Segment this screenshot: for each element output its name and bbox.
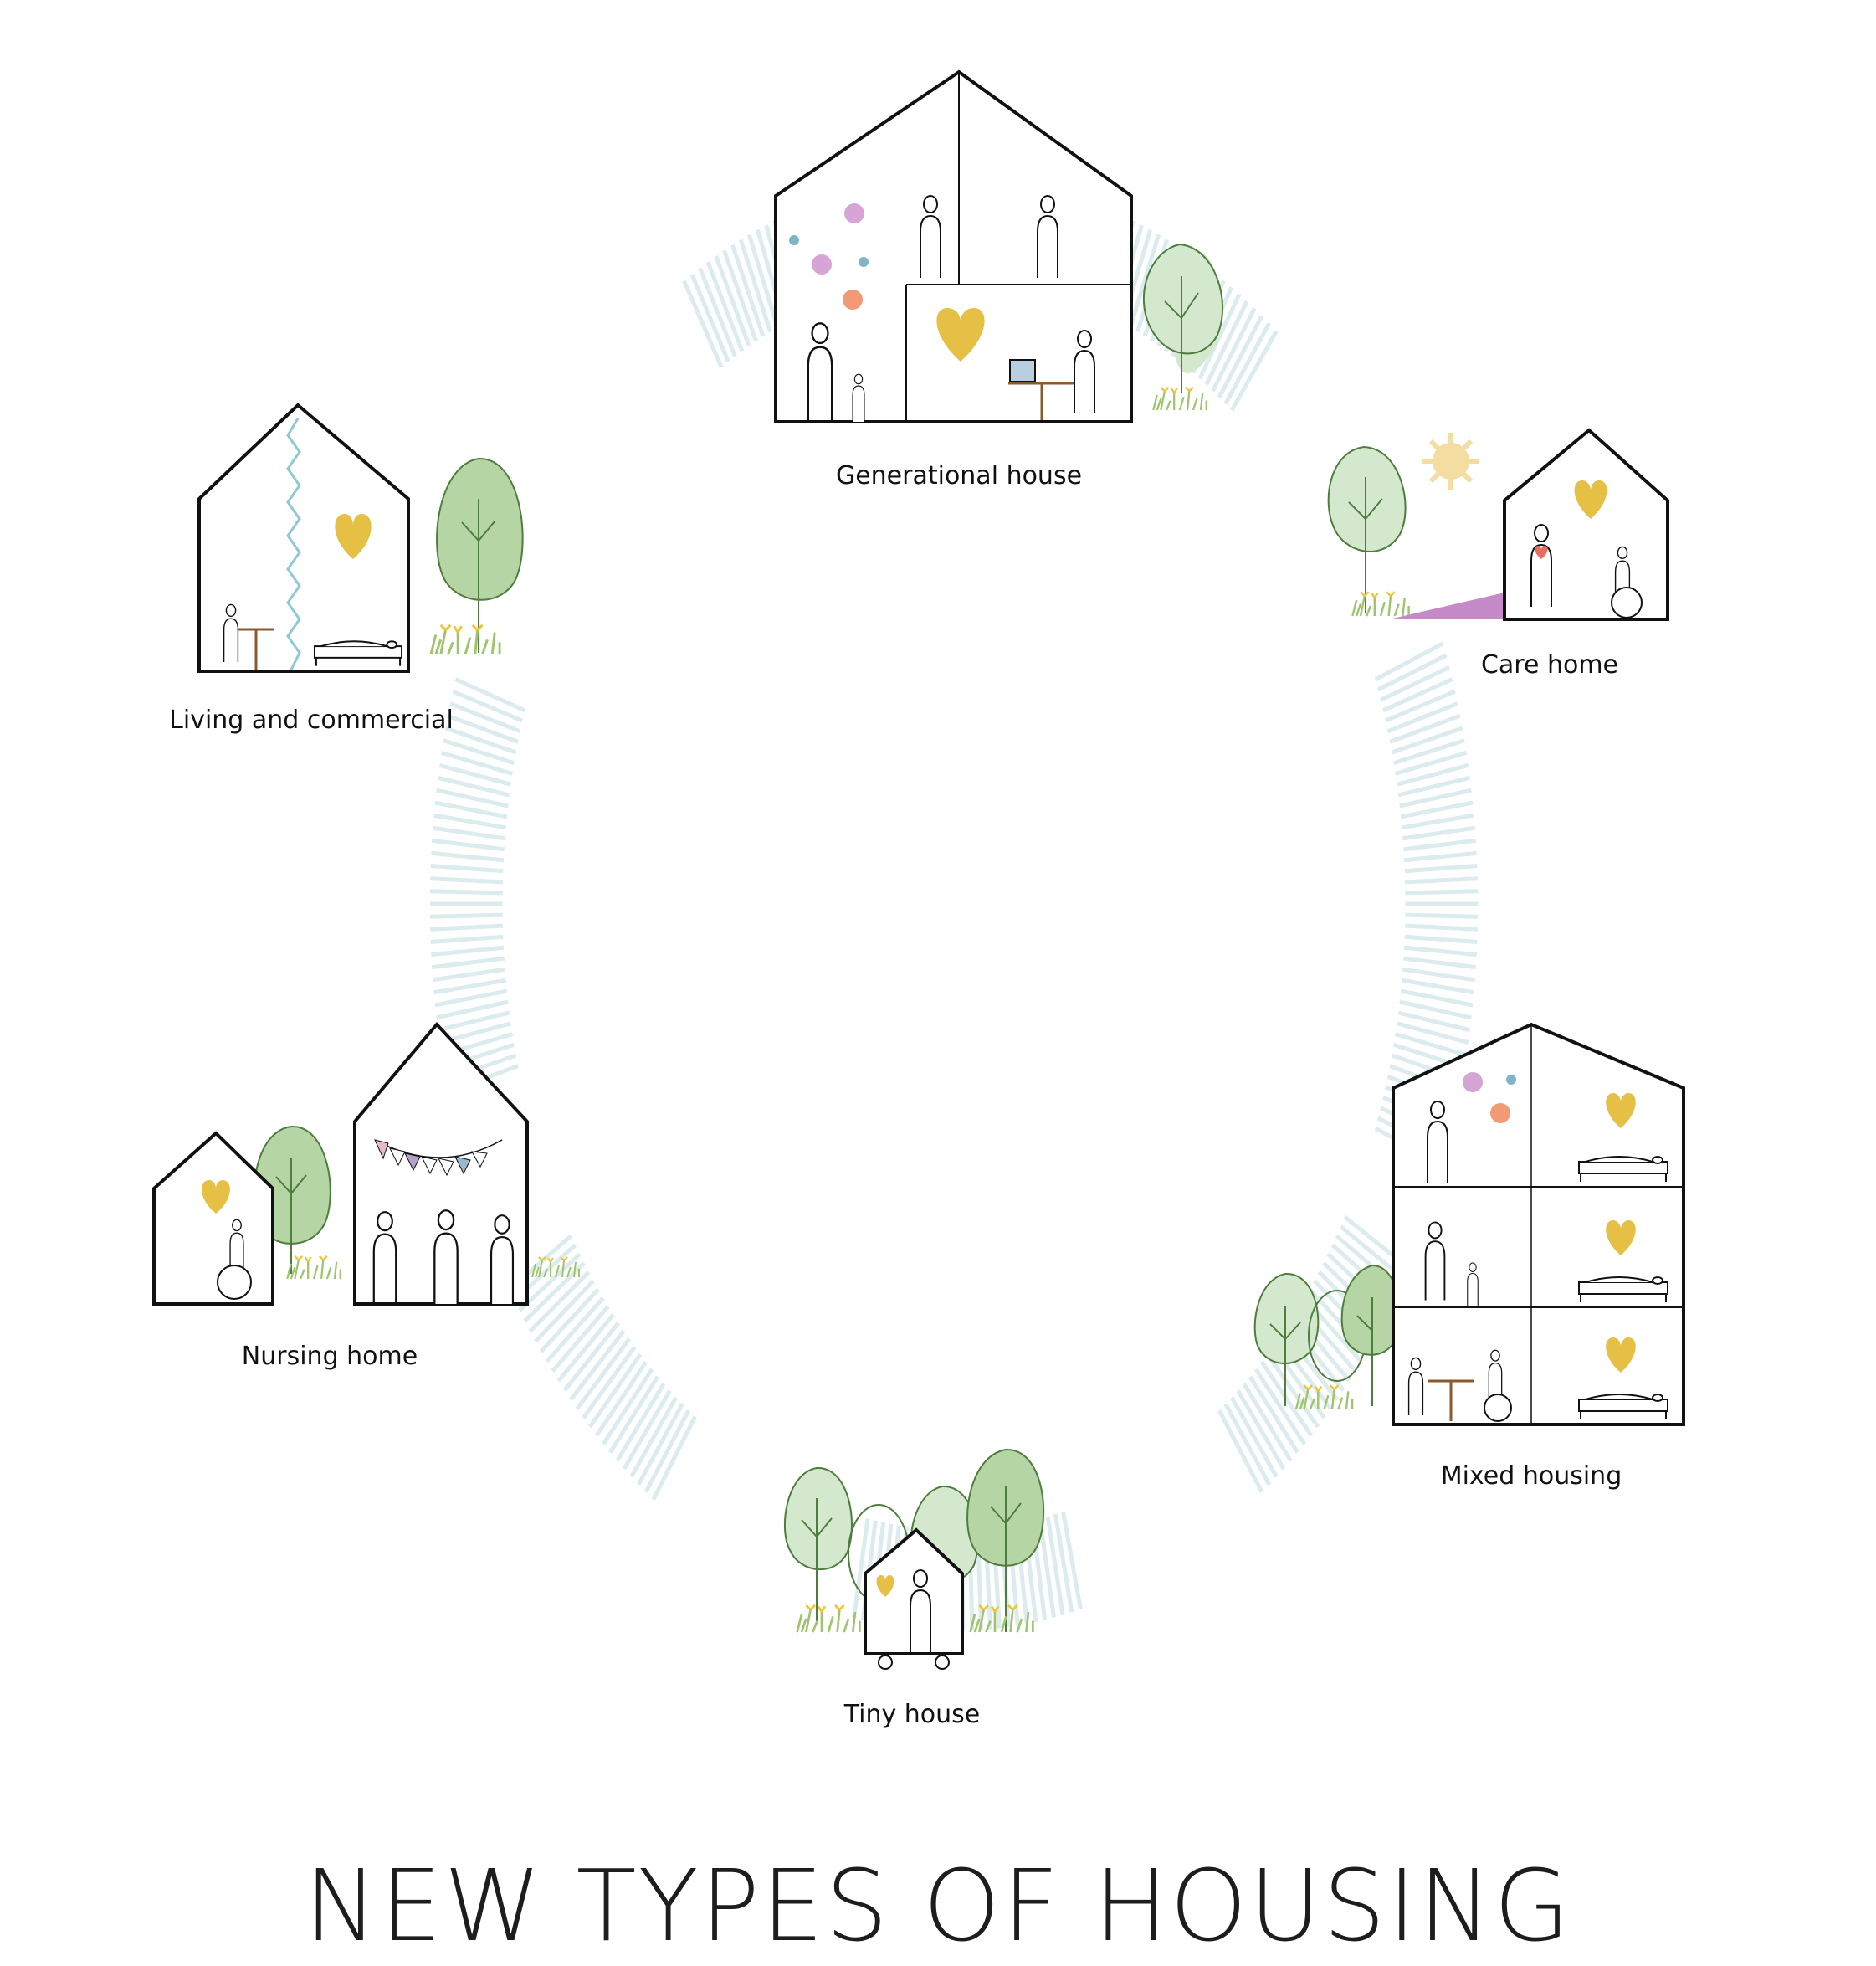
- mixed-housing-outline: [1392, 1022, 1685, 1426]
- tiny-house-illustration: [784, 1448, 1045, 1670]
- wheelchair-icon: [1484, 1394, 1512, 1422]
- care-home-illustration: [1327, 428, 1669, 621]
- sun-icon: [1422, 433, 1479, 490]
- wheelchair-icon: [217, 1265, 252, 1300]
- tree-icon: [1253, 1272, 1320, 1406]
- grass-decoration: [1151, 385, 1208, 412]
- blue-dot: [1506, 1075, 1516, 1085]
- heart-icon: [876, 1575, 894, 1597]
- heart-icon: [936, 308, 985, 362]
- wheel-icon: [878, 1655, 893, 1670]
- living-house-outline: [197, 403, 410, 673]
- heart-icon: [202, 1180, 230, 1214]
- grass-decoration: [429, 624, 501, 656]
- care-home-outline: [1503, 428, 1669, 621]
- heart-icon: [1574, 480, 1607, 519]
- grass-decoration: [1352, 592, 1408, 616]
- wheelchair-icon: [1611, 587, 1643, 619]
- generational-house-illustration: [774, 69, 1224, 423]
- tree-icon: [784, 1466, 853, 1624]
- zigzag-divider: [286, 418, 301, 670]
- wheel-icon: [935, 1655, 950, 1670]
- care-home-label: Care home: [1481, 650, 1618, 680]
- small-house-outline: [152, 1131, 274, 1306]
- heart-icon: [335, 514, 372, 559]
- tiny-house-label: Tiny house: [843, 1700, 981, 1729]
- ramp-icon: [1389, 593, 1504, 619]
- bunting-decoration: [374, 1139, 503, 1158]
- tree-icon: [436, 457, 524, 653]
- mixed-housing-illustration: [1253, 1022, 1685, 1426]
- nursing-home-label: Nursing home: [242, 1342, 418, 1371]
- heart-icon: [1606, 1093, 1636, 1128]
- ring-segment: [508, 1234, 697, 1501]
- purple-dot: [812, 254, 832, 275]
- tree-icon: [1327, 445, 1407, 613]
- tree-icon: [966, 1448, 1045, 1632]
- page-title: NEW TYPES OF HOUSING: [304, 1848, 1572, 1963]
- living-commercial-illustration: [197, 403, 524, 673]
- generational-house-label: Generational house: [836, 461, 1082, 490]
- mixed-housing-label: Mixed housing: [1441, 1461, 1622, 1491]
- tree-icon: [1142, 243, 1224, 393]
- ring-segment: [1217, 1215, 1409, 1493]
- grass-decoration: [796, 1604, 862, 1634]
- nursing-home-illustration: [152, 1021, 581, 1306]
- living-commercial-label: Living and commercial: [169, 706, 454, 735]
- heart-icon: [1606, 1337, 1636, 1373]
- heart-icon: [1535, 546, 1548, 559]
- orange-dot: [843, 290, 863, 310]
- grass-decoration: [285, 1255, 342, 1281]
- purple-dot: [1463, 1072, 1483, 1092]
- ring-segment: [429, 677, 526, 1095]
- orange-dot: [1490, 1103, 1510, 1123]
- blue-dot: [789, 235, 799, 245]
- generational-house-outline: [774, 69, 1133, 423]
- tree-icon: [1340, 1264, 1401, 1406]
- blue-dot: [859, 257, 869, 267]
- purple-dot: [844, 203, 864, 223]
- laptop-icon: [1009, 359, 1036, 382]
- heart-icon: [1606, 1220, 1636, 1255]
